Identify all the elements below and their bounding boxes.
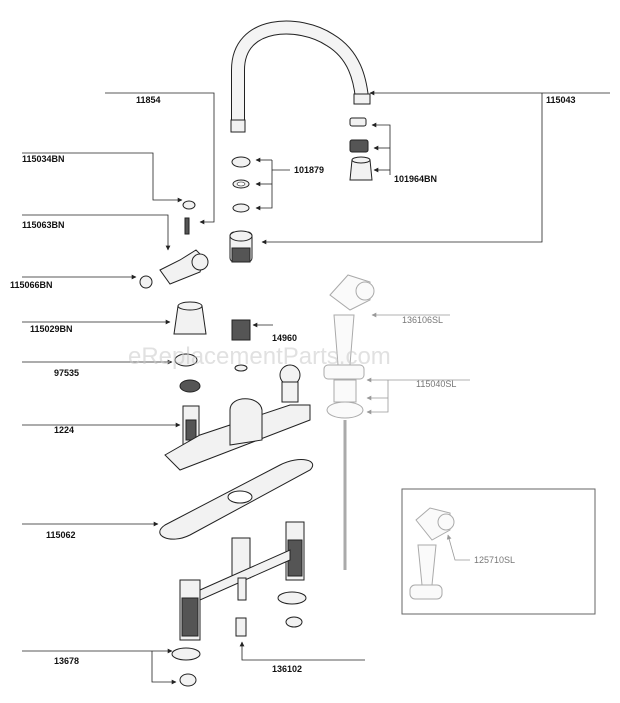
faucet-base: [164, 364, 311, 471]
label-115034BN: 115034BN: [22, 154, 65, 164]
washer-stack: [229, 156, 253, 263]
aerator-parts: [349, 117, 373, 181]
label-101964BN: 101964BN: [394, 174, 437, 184]
label-115040SL: 115040SL: [416, 379, 456, 389]
label-101879: 101879: [294, 165, 324, 175]
label-115043: 115043: [546, 95, 576, 105]
label-125710SL: 125710SL: [474, 555, 515, 565]
side-spray: [323, 274, 375, 570]
handle-parts: [139, 200, 209, 289]
label-115066BN: 115066BN: [10, 280, 53, 290]
label-115063BN: 115063BN: [22, 220, 65, 230]
label-13678: 13678: [54, 656, 79, 666]
label-1224: 1224: [54, 425, 74, 435]
label-14960: 14960: [272, 333, 297, 343]
leader-lines: [22, 90, 610, 685]
spout-part: [230, 20, 371, 133]
inset-box: [401, 488, 596, 615]
label-136106SL: 136106SL: [402, 315, 443, 325]
watermark: eReplacementParts.com: [128, 343, 391, 370]
base-plate: [159, 459, 313, 540]
label-97535: 97535: [54, 368, 79, 378]
valve-body: [171, 521, 307, 687]
valve-parts: [173, 301, 251, 447]
label-136102: 136102: [272, 664, 302, 674]
label-115062: 115062: [46, 530, 76, 540]
label-11854: 11854: [136, 95, 161, 105]
label-115029BN: 115029BN: [30, 324, 73, 334]
